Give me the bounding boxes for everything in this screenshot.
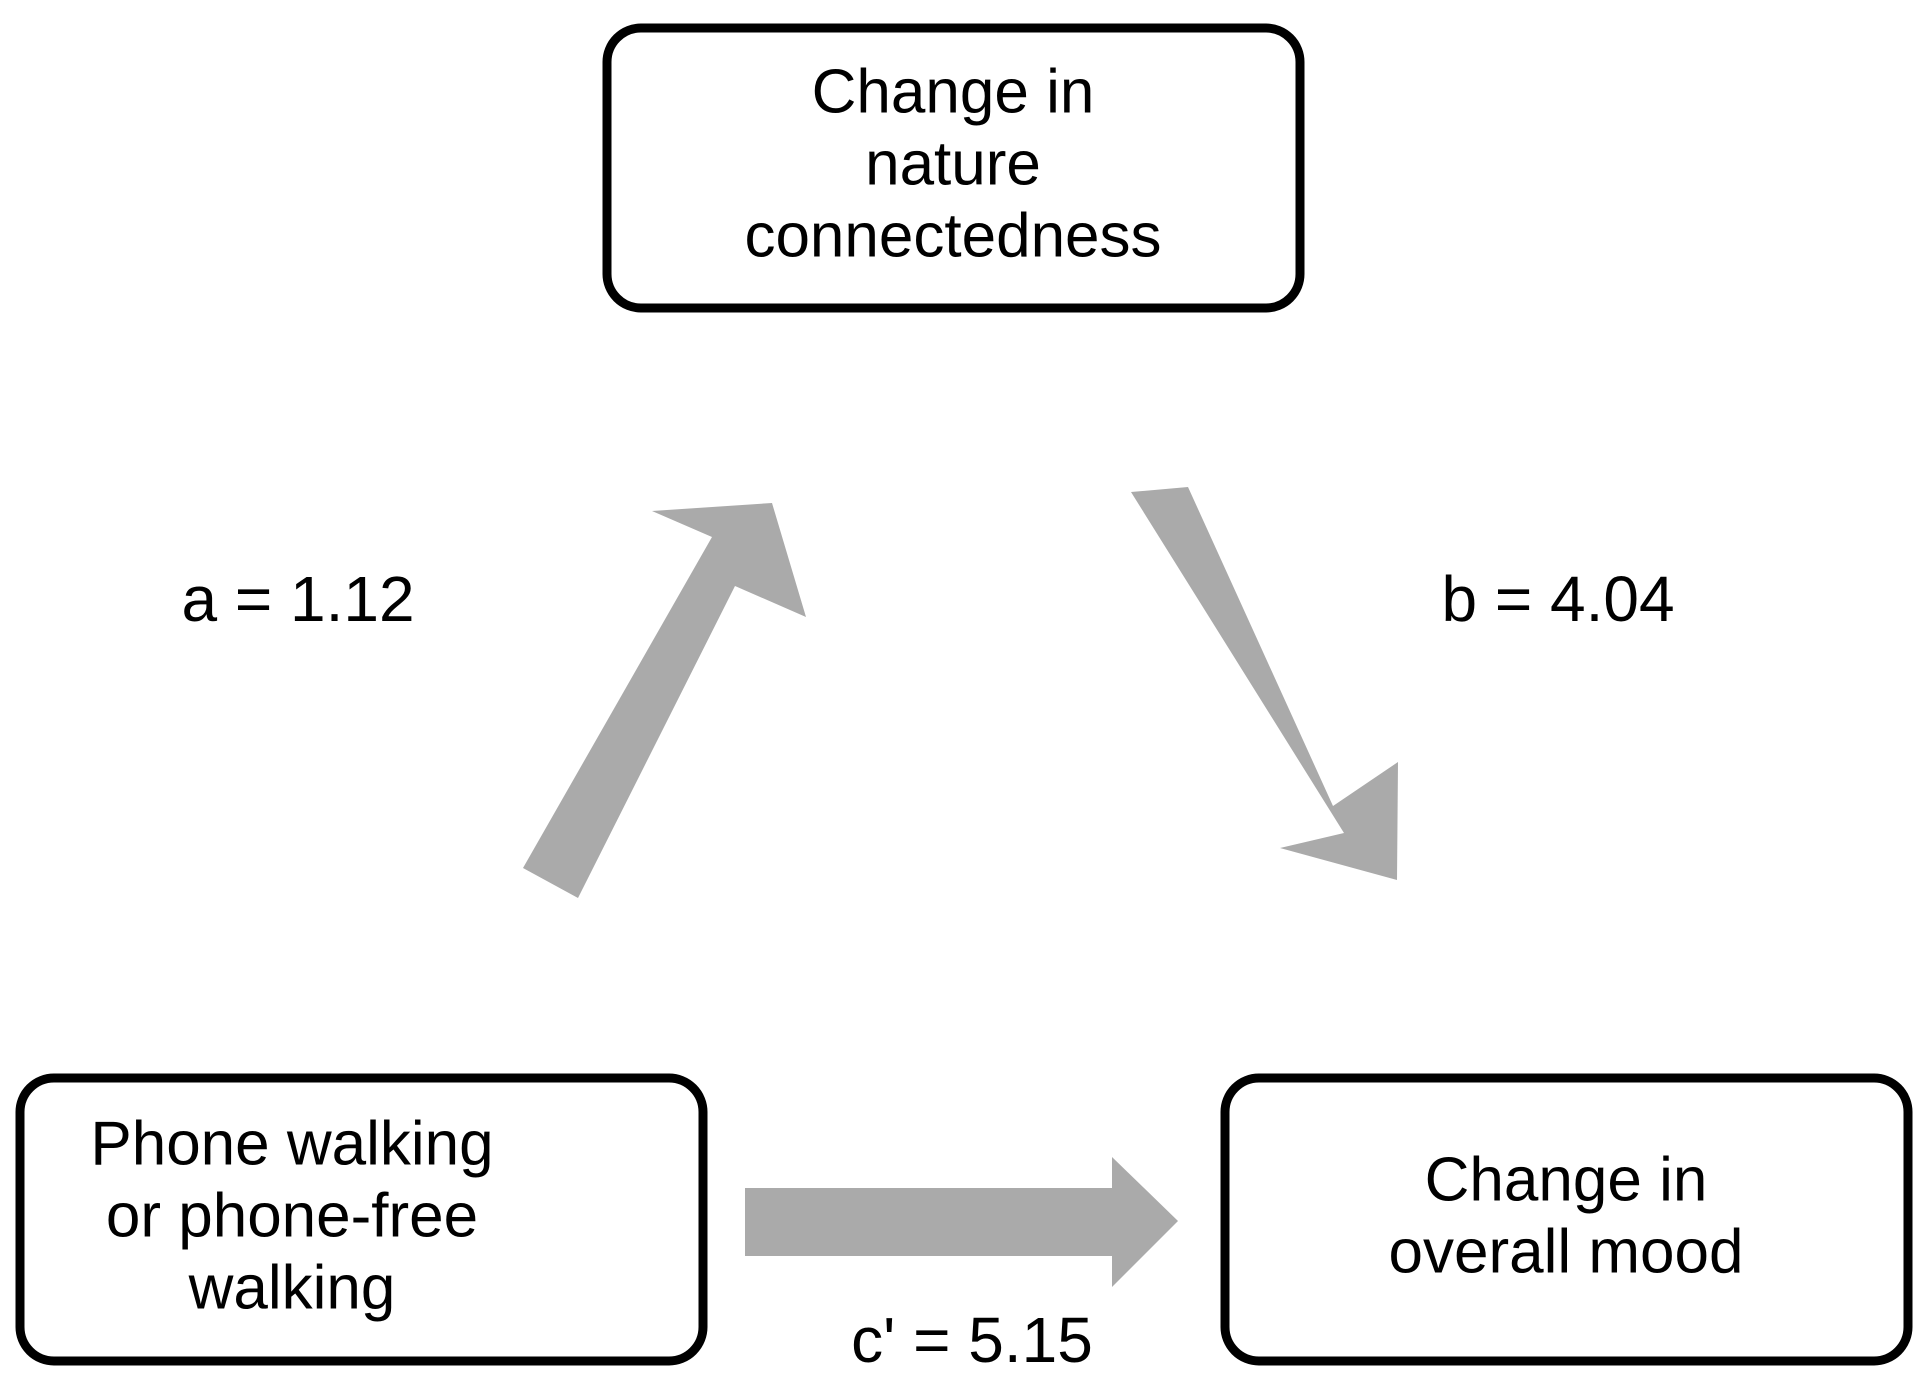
node-predictor: Phone walking or phone-free walking — [15, 1073, 708, 1366]
node-predictor-box — [15, 1073, 708, 1366]
node-mediator: Change in nature connectedness — [602, 23, 1305, 313]
node-outcome-line-2: overall mood — [1389, 1217, 1744, 1286]
path-a-arrow — [523, 503, 806, 898]
node-predictor-line-2: or phone-free — [106, 1181, 478, 1250]
path-b-arrow — [1131, 487, 1398, 880]
node-outcome-line-1: Change in — [1425, 1145, 1708, 1214]
node-mediator-line-3: connectedness — [744, 201, 1161, 270]
node-mediator-line-1: Change in — [812, 57, 1095, 126]
path-a-label: a = 1.12 — [181, 563, 414, 635]
path-c-prime-arrow — [745, 1157, 1178, 1287]
path-c-prime-label: c' = 5.15 — [851, 1304, 1093, 1376]
node-outcome: Change in overall mood — [1220, 1073, 1913, 1366]
node-mediator-line-2: nature — [865, 129, 1041, 198]
node-mediator-box — [602, 23, 1305, 313]
node-predictor-line-3: walking — [188, 1253, 396, 1322]
path-b-label: b = 4.04 — [1441, 563, 1674, 635]
node-predictor-line-1: Phone walking — [90, 1109, 493, 1178]
node-outcome-box — [1220, 1073, 1913, 1366]
